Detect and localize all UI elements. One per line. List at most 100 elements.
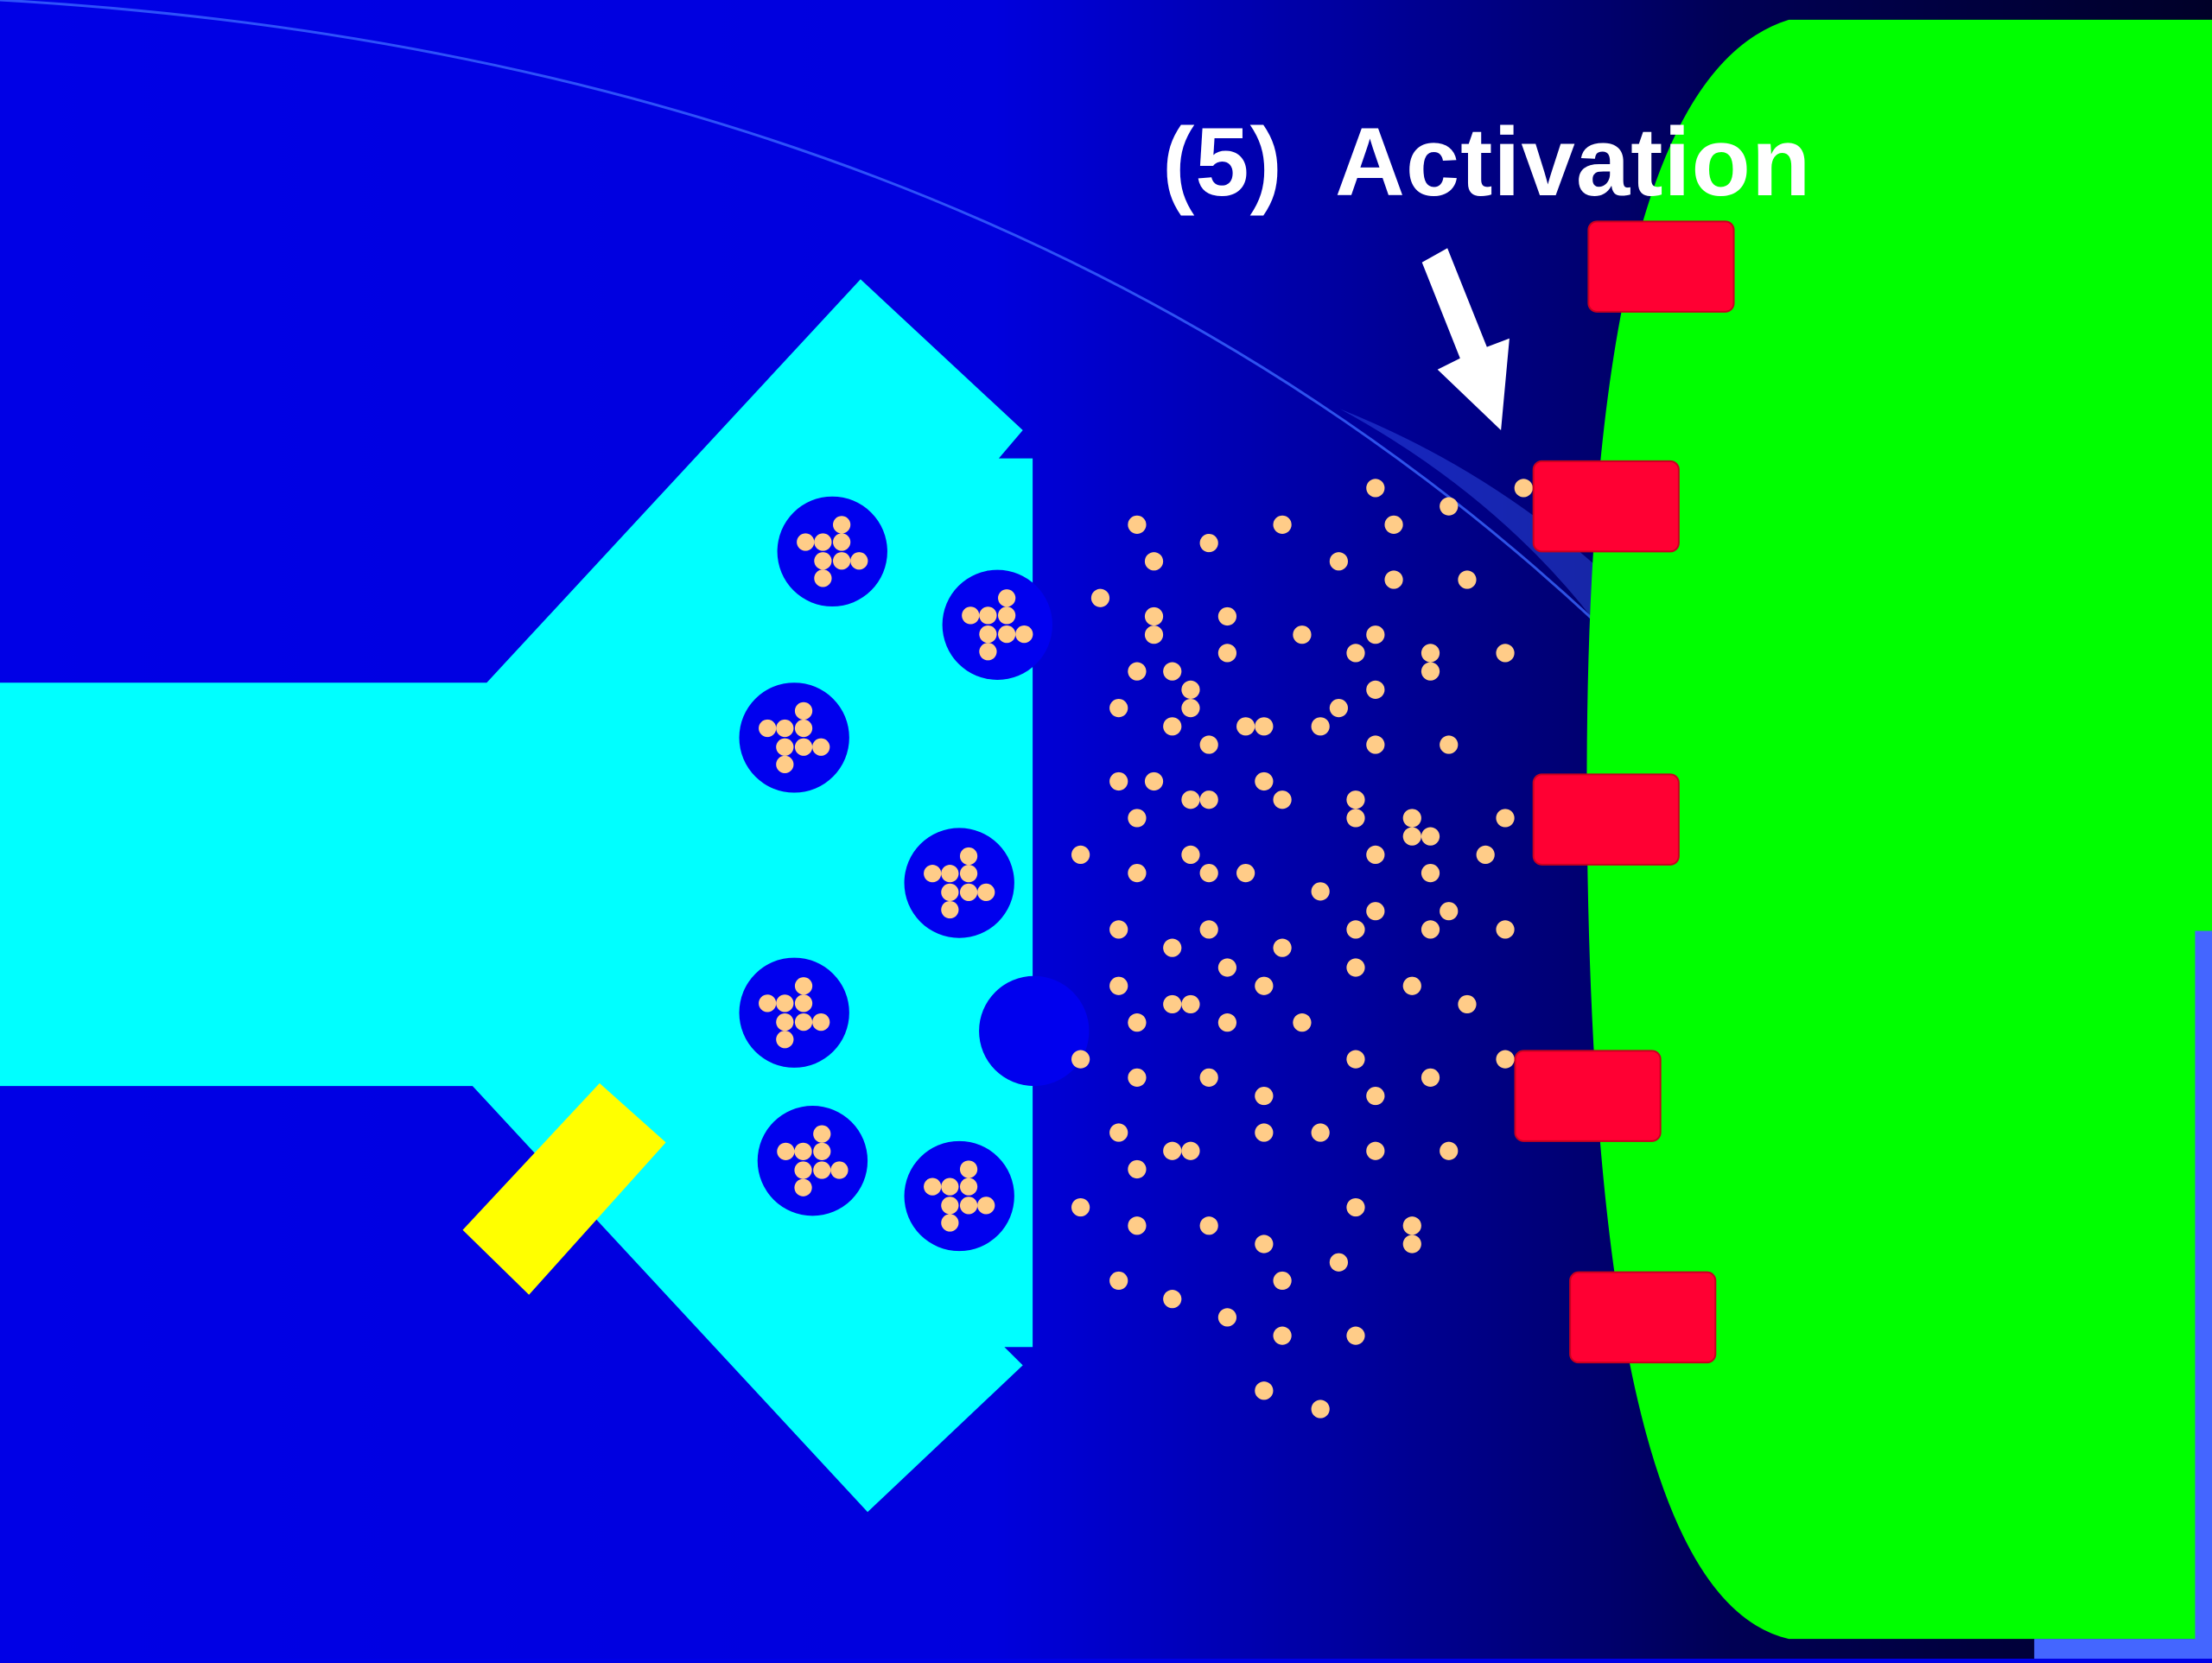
neurotransmitter-molecule [1421,920,1440,939]
vesicle-neurotransmitter [979,606,997,625]
cell-edge-right [2195,930,2212,1663]
neurotransmitter-molecule [1181,994,1200,1014]
vesicle-neurotransmitter [776,719,794,738]
neurotransmitter-molecule [1236,717,1255,736]
synaptic-vesicle [904,828,1014,938]
neurotransmitter-molecule [1181,680,1200,699]
neurotransmitter-molecule [1109,920,1128,939]
neurotransmitter-molecule [1311,1400,1330,1419]
vesicle-neurotransmitter [941,900,959,919]
neurotransmitter-molecule [1496,1050,1515,1069]
neurotransmitter-molecule [1255,717,1274,736]
neurotransmitter-molecule [1128,864,1147,883]
neurotransmitter-molecule [1128,1068,1147,1087]
vesicle-neurotransmitter [959,865,978,883]
vesicle-neurotransmitter [941,1177,959,1196]
neurotransmitter-molecule [1440,1141,1459,1160]
vesicle-neurotransmitter [794,1012,813,1031]
neurotransmitter-molecule [1421,644,1440,663]
neurotransmitter-molecule [1109,1123,1128,1142]
vesicle-neurotransmitter [959,883,978,902]
neurotransmitter-molecule [1163,1290,1182,1309]
vesicle-neurotransmitter [776,755,794,774]
neurotransmitter-molecule [1181,698,1200,718]
vesicle-neurotransmitter [979,643,997,661]
vesicle-neurotransmitter [959,847,978,866]
neurotransmitter-molecule [1144,625,1164,644]
neurotransmitter-molecule [1346,1197,1365,1217]
neurotransmitter-molecule [1163,994,1182,1014]
vesicle-neurotransmitter [1015,625,1033,644]
vesicle-neurotransmitter [959,1177,978,1196]
neurotransmitter-molecule [1496,809,1515,828]
vesicle-neurotransmitter [959,1160,978,1178]
neurotransmitter-molecule [1384,570,1403,589]
vesicle-neurotransmitter [814,533,832,551]
neurotransmitter-molecule [1128,809,1147,828]
neurotransmitter-molecule [1199,920,1218,939]
neurotransmitter-molecule [1366,1141,1385,1160]
vesicle-neurotransmitter [941,1214,959,1232]
vesicle-neurotransmitter [998,589,1016,607]
neurotransmitter-molecule [1402,976,1421,995]
vesicle-neurotransmitter [959,1196,978,1215]
neurotransmitter-molecule [1217,606,1237,626]
neurotransmitter-molecule [1346,809,1365,828]
neurotransmitter-molecule [1109,771,1128,791]
neurotransmitter-molecule [1199,735,1218,754]
slide-title: (5) Activation [1162,108,1812,216]
neurotransmitter-molecule [1236,864,1255,883]
presynaptic-terminal [0,279,1033,1513]
neurotransmitter-molecule [1458,570,1477,589]
vesicle-neurotransmitter [777,1142,795,1160]
neurotransmitter-molecule [1366,479,1385,498]
neurotransmitter-molecule [1458,994,1477,1014]
neurotransmitter-molecule [1293,625,1312,644]
neurotransmitter-molecule [1181,845,1200,864]
vesicle-neurotransmitter [977,883,995,902]
neurotransmitter-molecule [1090,588,1110,607]
neurotransmitter-molecule [1346,958,1365,977]
neurotransmitter-molecule [1496,644,1515,663]
neurotransmitter-molecule [1346,920,1365,939]
vesicle-neurotransmitter [794,1142,812,1160]
neurotransmitter-molecule [1384,515,1403,534]
neurotransmitter-molecule [1293,1013,1312,1032]
vesicle-neurotransmitter [813,1161,831,1179]
vesicle-neurotransmitter [776,994,794,1012]
neurotransmitter-molecule [1421,827,1440,846]
neurotransmitter-molecule [1144,771,1164,791]
vesicle-neurotransmitter [941,865,959,883]
neurotransmitter-molecule [1109,1271,1128,1291]
vesicle-neurotransmitter [812,1012,830,1031]
receptor [1532,773,1680,866]
neurotransmitter-molecule [1255,1235,1274,1254]
vesicle-neurotransmitter [941,1196,959,1215]
down-right-arrow-icon [1421,248,1510,430]
neurotransmitter-molecule [1366,902,1385,921]
synaptic-vesicle [942,569,1052,680]
neurotransmitter-molecule [1128,662,1147,681]
neurotransmitter-molecule [1311,1123,1330,1142]
neurotransmitter-molecule [1440,902,1459,921]
vesicle-neurotransmitter [794,1178,812,1196]
vesicle-neurotransmitter [759,994,777,1012]
vesicle-neurotransmitter [850,552,868,570]
neurotransmitter-molecule [1217,1308,1237,1327]
neurotransmitter-molecule [1273,1271,1292,1291]
vesicle-neurotransmitter [794,701,813,720]
neurotransmitter-molecule [1273,1326,1292,1345]
synaptic-vesicle [757,1106,868,1216]
vesicle-neurotransmitter [759,719,777,738]
neurotransmitter-molecule [1273,938,1292,957]
vesicle-neurotransmitter [776,1012,794,1031]
receptor [1569,1271,1717,1364]
synaptic-vesicle [904,1140,1014,1252]
neurotransmitter-molecule [1109,698,1128,718]
neurotransmitter-molecule [1496,920,1515,939]
vesicle-neurotransmitter [776,738,794,756]
neurotransmitter-molecule [1273,790,1292,809]
vesicle-neurotransmitter [833,533,851,551]
postsynaptic-cell [1586,19,2212,1640]
vesicle-neurotransmitter [830,1161,849,1179]
